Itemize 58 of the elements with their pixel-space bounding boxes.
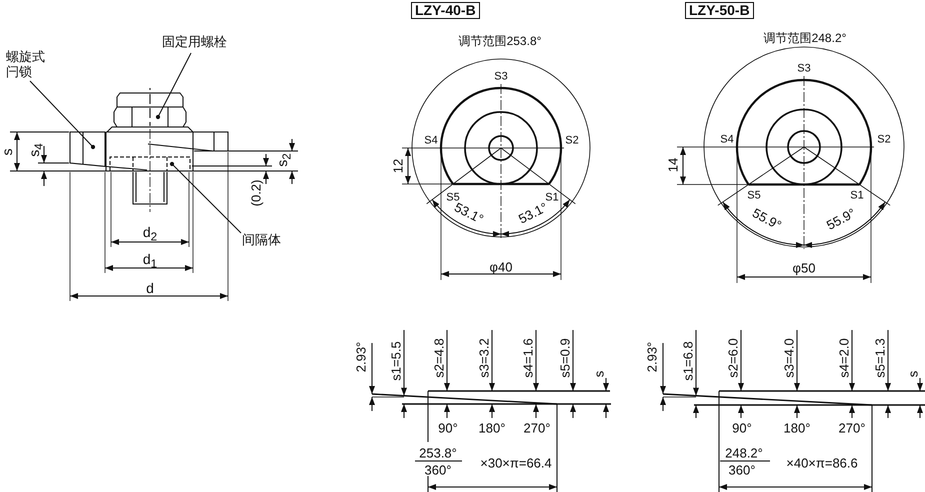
dimension-text: s3=4.0 (782, 338, 796, 378)
angle-text: 180° (478, 422, 506, 434)
latch-drawing (70, 132, 148, 170)
angle-text: 180° (784, 422, 810, 434)
dimension-text: s (592, 370, 606, 378)
dimension-text: s2=4.8 (432, 338, 446, 378)
range-text: 调节范围248.2° (764, 32, 846, 44)
dimension-text: 2.93° (646, 342, 658, 372)
point-label: S5 (747, 190, 761, 202)
formula-text: ×40×π=86.6 (786, 456, 858, 470)
formula-text: 360° (424, 464, 452, 476)
angle-text: 90° (438, 422, 458, 434)
dimension-text: s3=3.2 (478, 338, 490, 378)
angle-text: 90° (732, 422, 752, 434)
dimension-text: d$_{1}$ (142, 252, 158, 270)
point-label: S1 (850, 190, 864, 202)
model-label: LZY-50-B (685, 2, 754, 19)
formula-text: 248.2° (725, 446, 763, 460)
dimension-text: s4=1.6 (522, 338, 534, 378)
leader-line (170, 162, 242, 234)
dimension-text: 2.93° (354, 342, 368, 372)
dimension-text: s4=2.0 (838, 338, 850, 378)
dimension-text: d$_{2}$ (142, 224, 158, 244)
point-label: S4 (424, 136, 438, 146)
spacer-drawing (110, 156, 190, 172)
point-label: S3 (494, 72, 508, 82)
model-label: LZY-40-B (411, 2, 480, 19)
dimension-text: φ40 (490, 260, 512, 274)
dimension-text: s (906, 370, 920, 378)
point-label: S4 (720, 134, 734, 146)
angle-text: 270° (838, 422, 866, 434)
leader-line (30, 80, 96, 150)
point-label: S3 (797, 64, 811, 74)
part-label: 螺旋式闩锁 (6, 50, 48, 80)
point-label: S2 (877, 134, 891, 146)
part-label: 间隔体 (242, 233, 286, 248)
part-label: 固定用螺栓 (162, 35, 232, 50)
dimension-text: s2=6.0 (726, 338, 740, 378)
dimension-text: s5=1.3 (874, 338, 886, 378)
dimension-text: d (146, 281, 154, 295)
dimension-text: s (0, 148, 14, 156)
dimension-text: 14 (666, 158, 680, 172)
angle-text: 270° (524, 422, 550, 434)
dimension-text: 12 (392, 158, 404, 174)
bolt-head-drawing (114, 88, 186, 128)
formula-text: ×30×π=66.4 (480, 456, 552, 470)
leader-line (156, 52, 192, 120)
range-text: 调节范围253.8° (458, 35, 542, 47)
dimension-text: (0.2) (250, 180, 262, 206)
point-label: S2 (565, 136, 579, 146)
formula-text: 253.8° (419, 446, 457, 460)
formula-text: 360° (728, 464, 756, 476)
dimension-text: s1=6.8 (682, 341, 694, 381)
dimension-text: s1=5.5 (390, 341, 402, 381)
angle-text: 55.9° (750, 206, 784, 232)
dimension-text: s5=0.9 (558, 338, 572, 378)
dimension-text: φ50 (792, 262, 816, 274)
angle-text: 55.9° (824, 206, 858, 232)
